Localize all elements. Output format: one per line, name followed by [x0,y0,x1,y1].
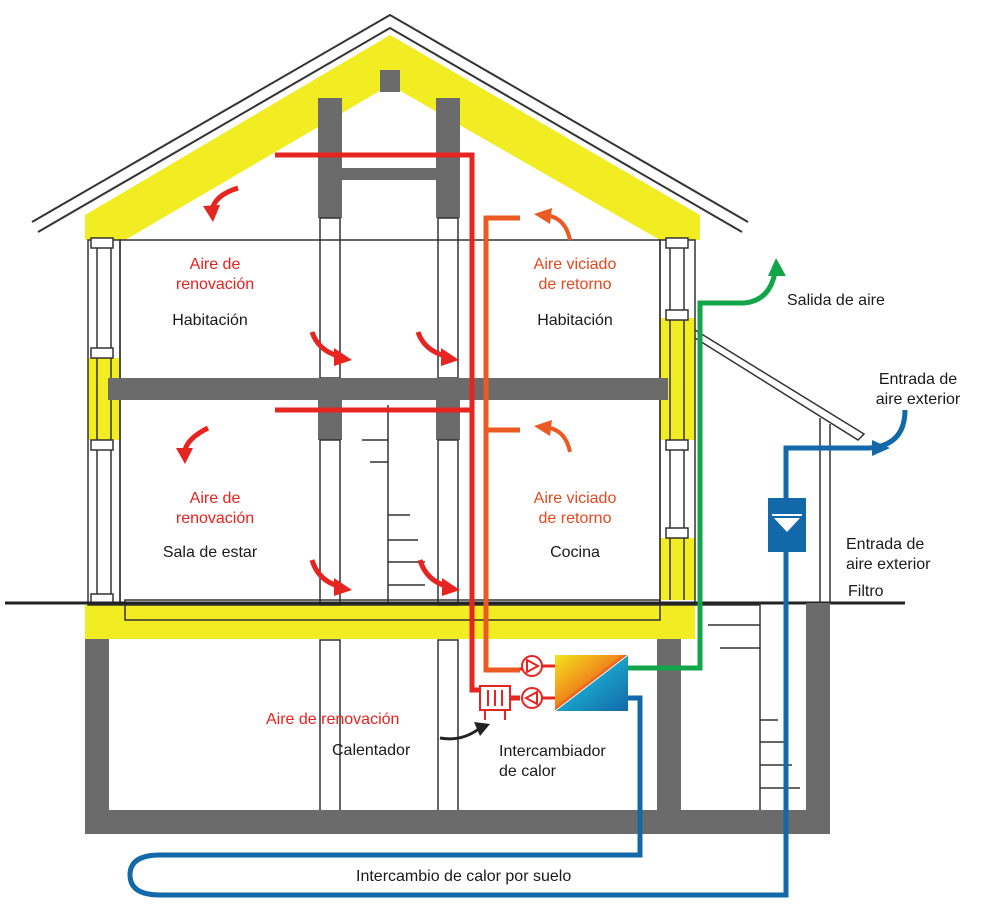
outdoor-inlet-1-line2: aire exterior [875,391,961,408]
fans [521,655,543,709]
ridge-vent [380,70,400,92]
wall-frames [87,239,696,621]
roof-outline [31,13,749,233]
outdoor-inlet-arrow [872,440,890,456]
exhaust-label: Salida de aire [787,292,885,309]
fresh-air-upper-line2: renovación [175,276,255,293]
annex-shed [694,329,866,810]
stale-air-upper-line1: Aire viciado [533,256,617,273]
outdoor-inlet-2-line1: Entrada de [846,536,925,553]
ground-exchange-label: Intercambio de calor por suelo [356,868,572,885]
exchanger-line2: de calor [499,763,556,780]
exhaust-arrow [768,258,786,276]
filter-label: Filtro [848,583,884,600]
stale-air-lower-line1: Aire viciado [533,490,617,507]
room-upper-right-label: Habitación [537,312,613,329]
fresh-air-basement-label: Aire de renovación [266,711,400,728]
fresh-air-ducts [275,152,520,701]
stale-air-lower-line2: de retorno [538,510,612,527]
heater-unit [479,685,511,720]
exchanger-label: Intercambiador de calor [499,742,606,782]
heater-label: Calentador [332,742,411,759]
fresh-air-lower-line2: renovación [175,510,255,527]
wall-insulation [85,318,695,639]
room-upper-left-label: Habitación [172,312,248,329]
filter-unit [768,498,806,552]
fresh-air-lower-label: Aire de renovación [170,489,260,529]
room-lower-right-label: Cocina [550,544,600,561]
stale-air-upper-label: Aire viciado de retorno [515,255,635,295]
heater-pointer-arrow [439,726,481,741]
staircase [355,405,425,605]
heater-pointer-arrowhead [474,722,490,736]
stale-air-flow-arrows [549,214,572,453]
fan-links [518,664,555,700]
floor-slab [108,378,668,400]
outdoor-inlet-2-line2: aire exterior [846,556,931,573]
exhaust-duct [628,271,778,671]
outdoor-inlet-1-line1: Entrada de [878,371,958,388]
stale-air-lower-label: Aire viciado de retorno [515,489,635,529]
fresh-air-upper-line1: Aire de [189,256,241,273]
exchanger-line1: Intercambiador [499,743,606,760]
stale-air-arrowheads [534,208,552,436]
fresh-air-upper-label: Aire de renovación [170,255,260,295]
fresh-air-arrowheads [176,205,460,596]
outdoor-inlet-2-label: Entrada de aire exterior [846,535,930,575]
wall-connectors [90,237,689,605]
stale-air-ducts [483,215,520,673]
fresh-air-lower-line1: Aire de [189,490,241,507]
outdoor-inlet-1-label: Entrada de aire exterior [858,370,978,410]
stale-air-upper-line2: de retorno [538,276,612,293]
interior-columns [318,98,460,813]
room-lower-left-label: Sala de estar [162,544,258,561]
